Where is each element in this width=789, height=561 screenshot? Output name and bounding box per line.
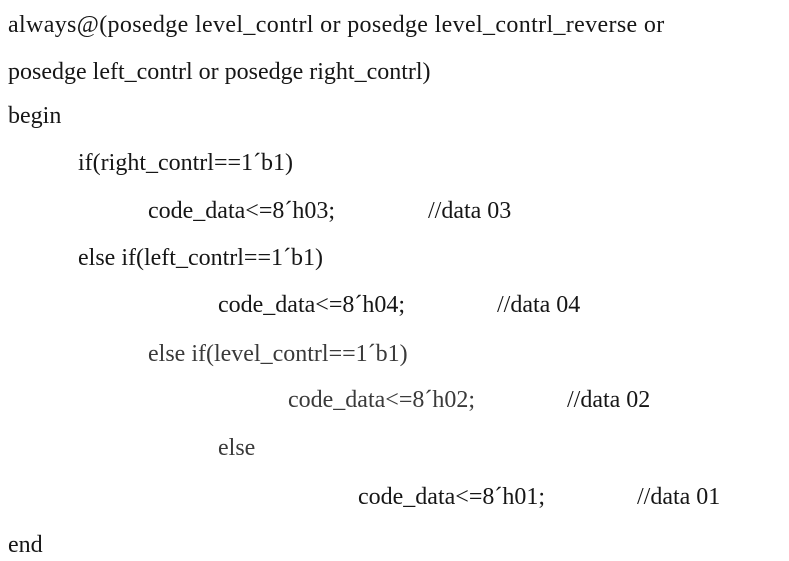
code-comment-03: //data 03 — [428, 198, 512, 224]
code-line-assign-04: code_data<=8´h04; — [218, 292, 406, 318]
code-line-end: end — [8, 532, 43, 558]
code-line-elseif-left: else if(left_contrl==1´b1) — [78, 245, 323, 271]
code-line-else: else — [218, 435, 256, 461]
code-line-assign-03: code_data<=8´h03; — [148, 198, 336, 224]
code-line-assign-01: code_data<=8´h01; — [358, 484, 546, 510]
code-line-begin: begin — [8, 103, 62, 129]
code-line-always: always@(posedge level_contrl or posedge … — [8, 12, 665, 38]
code-line-elseif-level: else if(level_contrl==1´b1) — [148, 341, 408, 367]
code-line-assign-02: code_data<=8´h02; — [288, 387, 476, 413]
code-comment-04: //data 04 — [497, 292, 581, 318]
code-comment-01: //data 01 — [637, 484, 721, 510]
code-line-if-right: if(right_contrl==1´b1) — [78, 150, 294, 176]
code-line-sensitivity: posedge left_contrl or posedge right_con… — [8, 59, 431, 85]
code-comment-02: //data 02 — [567, 387, 651, 413]
